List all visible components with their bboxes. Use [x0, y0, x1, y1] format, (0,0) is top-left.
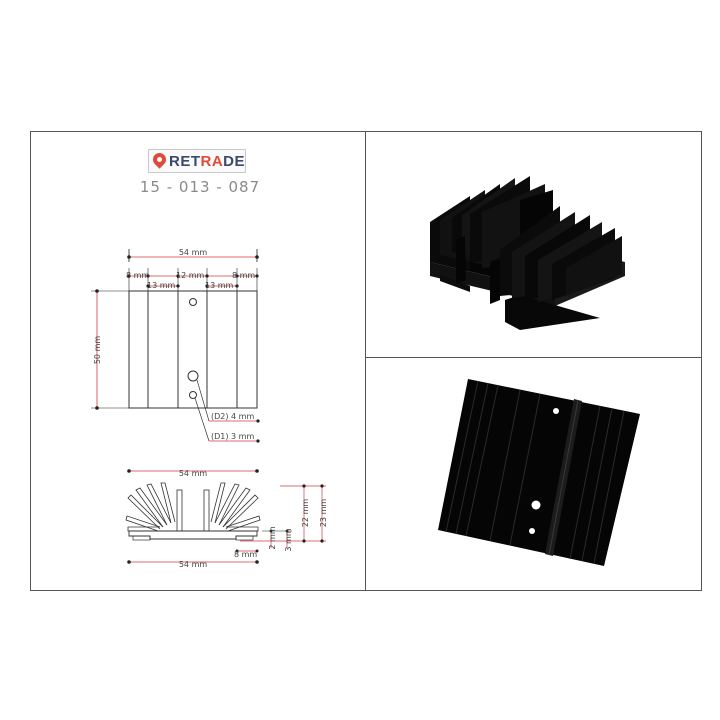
fins-right	[203, 482, 261, 532]
dim-point	[95, 289, 99, 293]
dim-point	[235, 549, 239, 553]
dim-point	[127, 469, 131, 473]
hole-d1-label: (D1) 3 mm	[211, 432, 254, 441]
base-foot	[235, 535, 254, 541]
heatsink-top-render	[438, 379, 640, 566]
mounting-hole	[189, 298, 197, 306]
dim-point	[320, 484, 324, 488]
dim-edge-right-label: 8 mm	[232, 271, 255, 280]
fins-left	[125, 482, 183, 532]
dim-fin-height-label: 22 mm	[301, 499, 310, 528]
panel-divider-vertical	[365, 131, 366, 591]
render-hole	[531, 500, 541, 510]
top-view: 54 mm 8 mm 12 mm 8 mm 13 mm 13 mm 50 m	[91, 248, 260, 443]
brand-logo: RETRADE	[148, 149, 246, 173]
render-hole	[529, 528, 535, 534]
dim-point	[176, 284, 180, 288]
brand-prefix: RET	[169, 153, 201, 170]
dim-point	[320, 539, 324, 543]
dim-point	[255, 560, 259, 564]
dim-point	[255, 469, 259, 473]
dim-point	[146, 284, 150, 288]
dim-point	[127, 560, 131, 564]
dim-point	[235, 284, 239, 288]
render-hole	[553, 408, 559, 414]
dim-point	[255, 255, 259, 259]
brand-accent: RA	[200, 153, 224, 170]
front-view: 54 mm	[125, 469, 328, 569]
dim-base-thickness-label: 2 mm	[268, 526, 277, 549]
dim-point	[302, 539, 306, 543]
part-number: 15 - 013 - 087	[139, 178, 261, 196]
dim-point	[285, 529, 289, 533]
panel-divider-horizontal	[365, 357, 702, 358]
dim-base-edge-label: 8 mm	[234, 550, 257, 559]
leader-line	[194, 397, 210, 442]
dim-fin-right-label: 13 mm	[205, 281, 234, 290]
dim-point	[269, 529, 273, 533]
dim-width-label: 54 mm	[179, 248, 208, 257]
mounting-hole-d1	[189, 391, 197, 399]
base-plate	[128, 530, 258, 540]
brand-suffix: DE	[223, 153, 246, 170]
dim-point	[256, 419, 260, 423]
mounting-hole-d2	[187, 370, 199, 382]
dim-point	[255, 549, 259, 553]
dim-point	[95, 406, 99, 410]
dim-base-step-label: 3 mm	[284, 528, 293, 551]
heatsink-isometric-render	[430, 176, 625, 330]
base-foot	[132, 535, 151, 541]
dim-fin-left-label: 13 mm	[147, 281, 176, 290]
dim-bottom-width-label: 54 mm	[179, 560, 208, 569]
dim-point	[205, 284, 209, 288]
dim-center-label: 12 mm	[176, 271, 205, 280]
dim-point	[302, 484, 306, 488]
dim-edge-left-label: 8 mm	[126, 271, 149, 280]
dim-height-label: 50 mm	[93, 336, 102, 365]
leader-line	[196, 379, 210, 422]
dim-total-height-label: 23 mm	[319, 499, 328, 528]
hole-d2-label: (D2) 4 mm	[211, 412, 254, 421]
dim-front-width-label: 54 mm	[179, 469, 208, 478]
dim-point	[127, 255, 131, 259]
heatsink-outline	[128, 290, 258, 409]
dim-point	[256, 439, 260, 443]
